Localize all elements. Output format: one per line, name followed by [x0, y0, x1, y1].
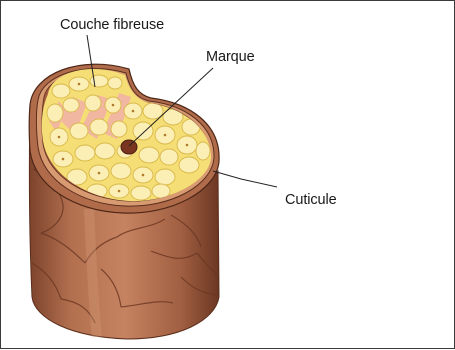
label-cuticule: Cuticule — [285, 193, 337, 208]
medulla — [121, 140, 137, 154]
label-marque: Marque — [206, 50, 255, 65]
leader-line-cuticule — [213, 171, 277, 187]
label-couche-fibreuse: Couche fibreuse — [60, 18, 164, 33]
